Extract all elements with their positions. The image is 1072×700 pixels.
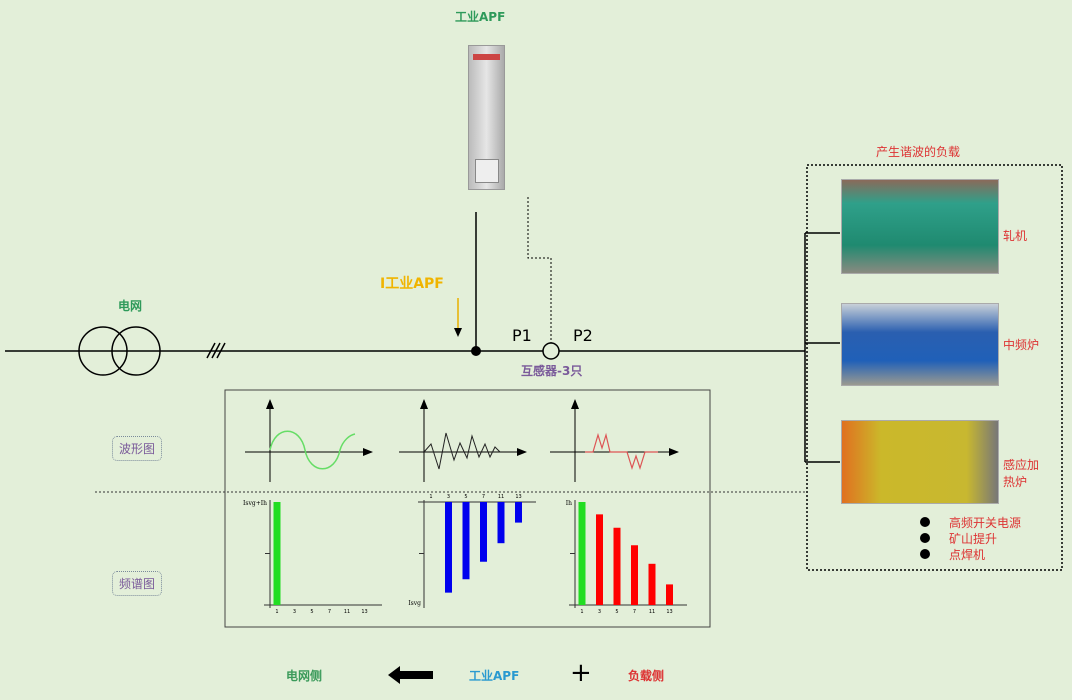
apf-title: 工业APF [455,10,506,24]
fundamental-wave [269,430,356,470]
mf-furnace-image [841,303,999,386]
chart-bar [445,502,452,593]
waveform-axes [245,399,679,482]
load-induction-1: 感应加 [1003,458,1040,472]
current-transformer-icon [542,342,560,360]
chart-tick-label: 7 [633,609,636,615]
chart-bar [596,514,603,605]
chart-bar [666,584,673,605]
waveform-tag: 波形图 [112,436,163,461]
ct-signal-line [527,197,552,343]
plus-icon: + [570,658,592,688]
apf-current-label: I工业APF [380,276,444,292]
chart-tick-label: 5 [464,494,467,500]
chart-tick-label: 11 [498,494,504,500]
chart-bar [631,545,638,605]
chart-tick-label: 5 [615,609,618,615]
left-arrow-icon [388,666,434,688]
legend-load-side: 负载侧 [628,669,665,683]
bullet-icon [920,549,930,559]
rolling-mill-image [841,179,999,274]
load-mf-furnace: 中频炉 [1003,338,1040,352]
chart-bar [480,502,487,562]
chart-tick-label: 11 [344,609,350,615]
other-load: 矿山提升 [949,532,998,546]
chart-bar [462,502,470,580]
load-title: 产生谐波的负载 [876,145,961,159]
bullet-icon [920,533,930,543]
bullet-icon [920,517,930,527]
current-arrow-icon [454,298,462,337]
load-bracket [804,232,840,463]
other-load: 高频开关电源 [949,516,1022,530]
cabinet-vent [475,159,499,183]
p2-label: P2 [573,326,593,345]
load-rolling-mill: 轧机 [1003,229,1028,243]
load-induction-2: 热炉 [1003,475,1028,489]
chart-bar [578,502,586,605]
chart-bar [648,563,656,605]
chart-tick-label: 3 [598,609,601,615]
analysis-box [224,389,711,628]
p1-label: P1 [512,326,532,345]
chart-y-label: Isvg [408,600,421,607]
connection-node [471,346,481,356]
chart-tick-label: 7 [328,609,331,615]
harmonic-wave [585,432,658,470]
chart-y-label: Ih [566,500,572,507]
chart-y-label: Isvg+Ih [243,500,267,507]
chart-tick-label: 13 [666,609,672,615]
chart-tick-label: 1 [429,494,432,500]
chart-tick-label: 1 [580,609,583,615]
chart-tick-label: 13 [515,494,521,500]
spectrum-tag: 频谱图 [112,571,163,596]
other-load: 点焊机 [949,548,986,562]
chart-tick-label: 7 [482,494,485,500]
transformer-coil-1 [78,326,128,376]
ct-label: 互感器-3只 [521,364,583,378]
grid-label: 电网 [118,299,143,313]
chart-tick-label: 3 [447,494,450,500]
load-box [806,164,1063,571]
chart-bar [497,502,505,544]
chart-tick-label: 1 [275,609,278,615]
chart-tick-label: 11 [649,609,655,615]
transformer-coil-2 [111,326,161,376]
legend-grid-side: 电网侧 [286,669,323,683]
chart-bar [273,502,281,605]
chart-bar [515,502,522,523]
chart-tick-label: 5 [310,609,313,615]
chart-bar [613,527,621,605]
legend-apf: 工业APF [469,669,520,683]
induction-furnace-image [841,420,999,504]
cabinet-label-strip [473,54,500,60]
three-phase-mark-icon [206,342,226,359]
chart-tick-label: 13 [361,609,367,615]
distorted-wave [423,432,501,470]
apf-cabinet-image [468,45,505,190]
chart-tick-label: 3 [293,609,296,615]
